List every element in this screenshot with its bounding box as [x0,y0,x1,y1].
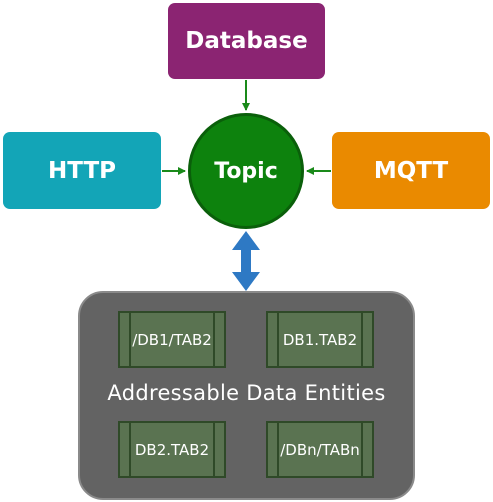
topic-label: Topic [214,158,278,184]
topic-entities-bidirectional-arrow [232,231,260,291]
mqtt-node: MQTT [332,132,490,209]
entity-db1-tab2-dotted: DB1.TAB2 [266,311,374,368]
container-label: Addressable Data Entities [107,381,386,405]
entity-db1-tab2-path: /DB1/TAB2 [118,311,226,368]
http-label: HTTP [47,157,116,184]
entity-label: /DBn/TABn [280,440,360,459]
mqtt-label: MQTT [373,157,449,184]
database-label: Database [185,28,308,54]
entity-label: DB2.TAB2 [134,440,210,459]
entity-db2-tab2: DB2.TAB2 [118,421,226,478]
topic-node: Topic [188,113,304,229]
entity-dbn-tabn: /DBn/TABn [266,421,374,478]
database-node: Database [168,3,325,79]
entity-label: /DB1/TAB2 [132,330,212,349]
addressable-data-entities-container: /DB1/TAB2 DB1.TAB2 Addressable Data Enti… [78,291,415,500]
http-node: HTTP [3,132,161,209]
entity-label: DB1.TAB2 [282,330,358,349]
